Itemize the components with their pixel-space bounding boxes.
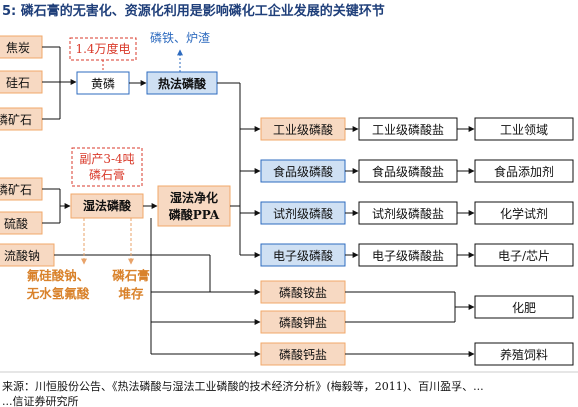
electricity-note: 1.4万度电 [69,37,137,72]
thermal-input-connectors [42,46,77,120]
grade-acid-electronic: 电子级磷酸 [273,248,333,263]
input-sulfuric-acid-label: 硫酸 [4,216,28,231]
waste-arrows [81,218,134,265]
salt-output-connectors [345,291,475,357]
gypsum-line2: 堆存 [118,286,144,301]
byproduct-line2: 磷石膏 [89,167,125,182]
salt-potassium-node: 磷酸钾盐 [260,310,346,334]
byproduct-note: 副产3-4吨 磷石膏 [71,147,143,187]
grade-use-reagent: 化学试剂 [500,206,548,221]
gypsum-line1: 磷石膏 [112,268,150,283]
phosphorus-iron-note: 磷铁、炉渣 [150,30,210,72]
grade-acid-reagent: 试剂级磷酸 [273,206,333,221]
phosphorus-iron-label: 磷铁、炉渣 [150,30,210,45]
input-sodium-feed-label: 流酸钠 [4,248,40,263]
salt-calcium-node: 磷酸钙盐 [260,342,346,366]
purified-line1: 湿法净化 [170,190,218,205]
wet-input-connectors [42,188,210,256]
salt-calcium-label: 磷酸钙盐 [279,347,327,362]
input-silica: 硅石 [0,70,43,94]
grade-salt-food: 食品级磷酸盐 [372,164,444,179]
salt-ammonium-node: 磷酸铵盐 [260,280,346,304]
fertilizer-label: 化肥 [512,301,536,315]
salt-potassium-label: 磷酸钾盐 [279,315,327,330]
input-sodium-feed: 流酸钠 [0,243,55,267]
grade-acid-industrial: 工业级磷酸 [273,122,333,137]
grade-salt-industrial: 工业级磷酸盐 [372,122,444,137]
input-coke: 焦炭 [0,35,43,59]
byproduct-line1: 副产3-4吨 [79,152,134,166]
fluoride-line1: 氟硅酸钠、 [27,268,90,283]
figure-title: 5: 磷石膏的无害化、资源化利用是影响磷化工企业发展的关键环节 [2,3,385,19]
input-phosphate-rock-bottom-label: 磷矿石 [0,182,32,197]
thermal-acid-label: 热法磷酸 [158,76,207,91]
yellow-phosphorus-node: 黄磷 [76,71,130,95]
fluoride-line2: 无水氢氟酸 [26,286,90,301]
purified-line2: 磷酸PPA [169,207,220,222]
wet-acid-label: 湿法磷酸 [83,198,132,213]
grade-use-electronic: 电子/芯片 [498,249,550,263]
salt-ammonium-label: 磷酸铵盐 [279,285,327,300]
grade-row-reagent: 试剂级磷酸 试剂级磷酸盐 化学试剂 [260,201,574,225]
fertilizer-node: 化肥 [474,295,574,319]
electricity-label: 1.4万度电 [75,41,130,56]
wet-acid-node: 湿法磷酸 [70,193,144,219]
grade-use-industrial: 工业领域 [500,123,548,137]
input-coke-label: 焦炭 [6,41,30,55]
source-note: 来源：川恒股份公告、《热法磷酸与湿法工业磷酸的技术经济分析》(梅毅等，2011)… [2,379,484,393]
input-phosphate-rock-top-label: 磷矿石 [0,112,32,127]
input-phosphate-rock-top: 磷矿石 [0,107,43,131]
feed-label: 养殖饲料 [500,347,548,362]
grade-salt-electronic: 电子级磷酸盐 [372,248,444,263]
branch-connectors [150,82,261,357]
grade-acid-food: 食品级磷酸 [273,164,333,179]
input-silica-label: 硅石 [6,76,30,90]
thermal-acid-node: 热法磷酸 [146,71,218,95]
source-note-line2: ...信证券研究所 [2,394,79,407]
feed-node: 养殖饲料 [474,342,574,366]
grade-row-industrial: 工业级磷酸 工业级磷酸盐 工业领域 [260,117,574,141]
input-sulfuric-acid: 硫酸 [0,211,43,235]
grade-row-food: 食品级磷酸 食品级磷酸盐 食品添加剂 [260,159,574,183]
yellow-phosphorus-label: 黄磷 [91,76,115,91]
purified-ppa-node: 湿法净化 磷酸PPA [157,185,231,227]
grade-row-electronic: 电子级磷酸 电子级磷酸盐 电子/芯片 [260,243,574,267]
grade-salt-reagent: 试剂级磷酸盐 [372,206,444,221]
input-phosphate-rock-bottom: 磷矿石 [0,177,43,201]
grade-use-food: 食品添加剂 [494,164,554,179]
